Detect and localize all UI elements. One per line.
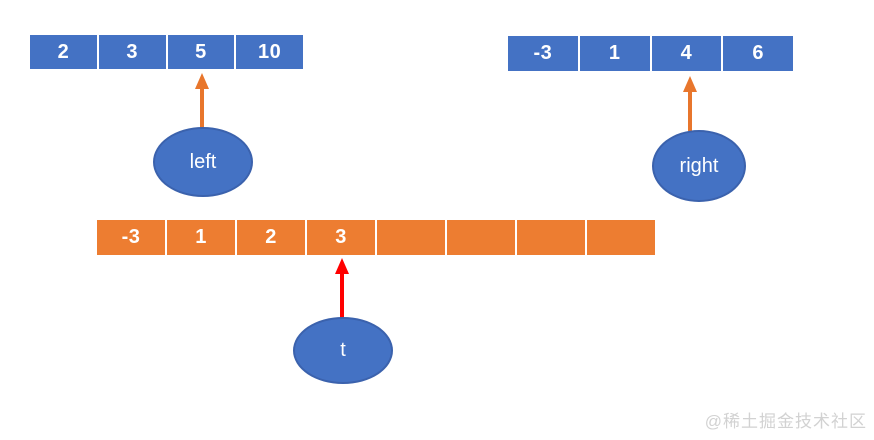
right-array-cell-0: -3	[508, 36, 578, 71]
merged-array: -3 1 2 3	[97, 220, 655, 255]
merged-array-cell-0: -3	[97, 220, 165, 255]
left-array: 2 3 5 10	[30, 35, 303, 69]
merged-array-cell-3: 3	[307, 220, 375, 255]
left-pointer-arrowhead-icon	[195, 73, 209, 89]
merged-array-cell-1: 1	[167, 220, 235, 255]
left-array-cell-3: 10	[236, 35, 303, 69]
merged-array-cell-4	[377, 220, 445, 255]
right-pointer-ellipse: right	[652, 130, 746, 202]
t-pointer-arrowhead-icon	[335, 258, 349, 274]
right-pointer-label: right	[679, 154, 719, 177]
t-pointer-ellipse: t	[293, 317, 393, 384]
right-array: -3 1 4 6	[508, 36, 793, 71]
merged-array-cell-6	[517, 220, 585, 255]
left-array-cell-1: 3	[98, 35, 166, 69]
left-pointer-ellipse: left	[153, 127, 253, 197]
right-array-cell-3: 6	[723, 36, 793, 71]
left-pointer-label: left	[189, 150, 217, 173]
left-array-cell-2: 5	[167, 35, 235, 69]
merged-array-cell-2: 2	[237, 220, 305, 255]
t-pointer-label: t	[340, 339, 346, 361]
left-array-cell-0: 2	[30, 35, 97, 69]
right-pointer-arrowhead-icon	[683, 76, 697, 92]
merged-array-cell-5	[447, 220, 515, 255]
watermark: @稀土掘金技术社区	[704, 412, 867, 431]
merged-array-cell-7	[587, 220, 655, 255]
right-array-cell-2: 4	[651, 36, 722, 71]
right-array-cell-1: 1	[579, 36, 650, 71]
